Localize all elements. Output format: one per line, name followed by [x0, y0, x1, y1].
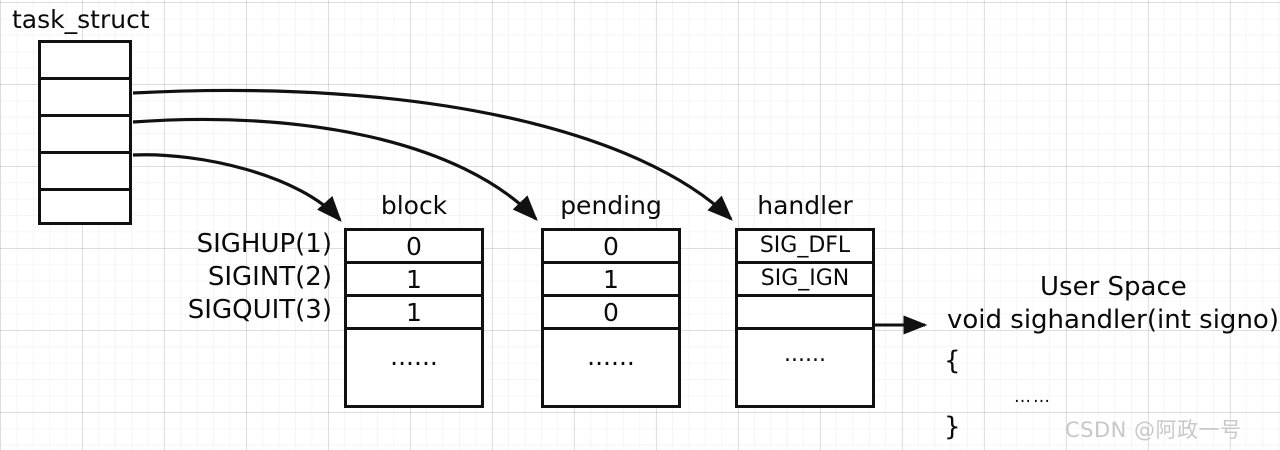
arrow-to-block — [132, 153, 342, 222]
block-cell: 0 — [347, 231, 481, 264]
pending-cell: 0 — [544, 231, 678, 264]
signal-label: SIGQUIT(3) — [187, 295, 332, 325]
column-header-block: block — [380, 191, 448, 220]
block-cell: 1 — [347, 264, 481, 297]
task-struct-title: task_struct — [12, 5, 150, 34]
block-cell: 1 — [347, 297, 481, 330]
signal-label: SIGHUP(1) — [196, 229, 332, 259]
task-struct-row — [41, 154, 129, 191]
task-struct-box — [38, 40, 132, 225]
code-open-brace: { — [944, 346, 961, 376]
task-struct-row — [41, 191, 129, 222]
column-header-pending: pending — [560, 191, 662, 220]
user-space-title: User Space — [1040, 272, 1187, 302]
signal-label: SIGINT(2) — [207, 262, 332, 292]
handler-table: SIG_DFL SIG_IGN ...... — [735, 228, 875, 408]
block-cell-ellipsis: ...... — [390, 342, 438, 371]
handler-function-signature: void sighandler(int signo) — [947, 305, 1279, 335]
column-header-handler: handler — [757, 191, 853, 220]
pending-cell: 0 — [544, 297, 678, 330]
handler-cell: SIG_DFL — [738, 231, 872, 264]
handler-cell-ellipsis: ...... — [784, 342, 826, 367]
task-struct-row — [41, 43, 129, 80]
pending-cell: 1 — [544, 264, 678, 297]
handler-cell: SIG_IGN — [738, 264, 872, 297]
csdn-watermark: CSDN @阿政一号 — [1065, 418, 1242, 442]
handler-cell-pointer — [738, 297, 872, 330]
task-struct-row — [41, 117, 129, 154]
signal-label-list: SIGHUP(1) SIGINT(2) SIGQUIT(3) — [120, 228, 332, 327]
pending-table: 0 1 0 ...... — [541, 228, 681, 408]
task-struct-row — [41, 80, 129, 117]
code-close-brace: } — [944, 412, 961, 442]
block-table: 0 1 1 ...... — [344, 228, 484, 408]
code-body-ellipsis: …… — [1014, 387, 1052, 407]
pending-cell-ellipsis: ...... — [587, 342, 635, 371]
